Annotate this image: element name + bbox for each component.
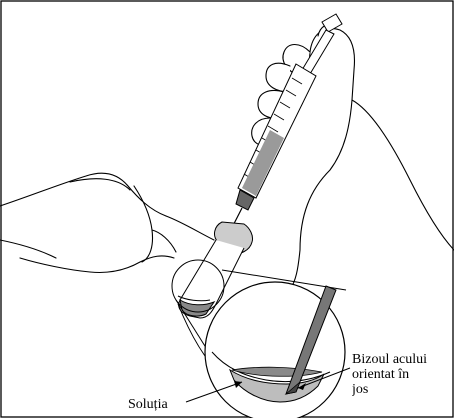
needle-bevel-label-line3: jos [352,382,454,397]
solution-label: Soluția [128,397,168,412]
magnified-inset [205,282,345,418]
right-hand-drawing [252,24,454,291]
needle-bevel-label-line1: Bizoul acului [352,352,454,367]
needle-bevel-label-line2: orientat în [352,367,454,382]
needle-bevel-label: Bizoul acului orientat în jos [352,352,454,397]
left-hand-drawing [0,173,214,272]
